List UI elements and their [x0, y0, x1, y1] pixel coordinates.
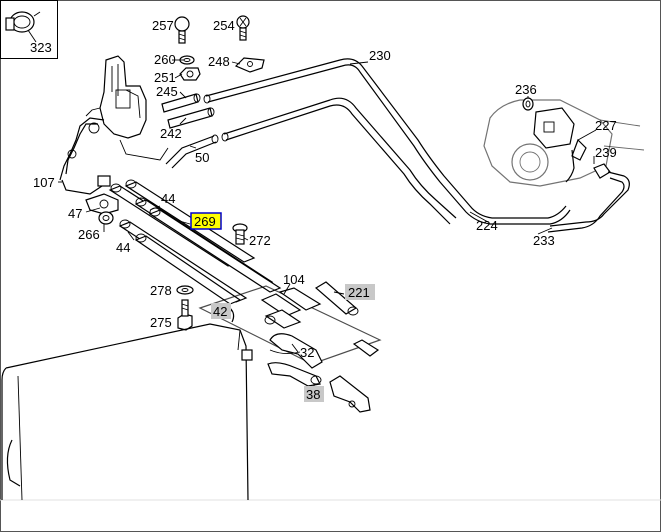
label-254[interactable]: 254 [213, 18, 235, 33]
hose-38 [267, 362, 322, 387]
label-278[interactable]: 278 [150, 283, 172, 298]
bolt-275 [177, 299, 193, 331]
label-47[interactable]: 47 [68, 206, 82, 221]
lines-230 [203, 58, 571, 225]
label-42[interactable]: 42 [213, 304, 227, 319]
label-269[interactable]: 269 [194, 214, 216, 229]
label-323[interactable]: 323 [30, 40, 52, 55]
hose-clamp-icon [5, 11, 41, 33]
bracket-248 [234, 57, 265, 73]
pipe-bundle-44-269 [108, 179, 282, 305]
label-236[interactable]: 236 [515, 82, 537, 97]
label-50[interactable]: 50 [195, 150, 209, 165]
label-224[interactable]: 224 [476, 218, 498, 233]
hose-221 [314, 281, 359, 316]
connector-47 [85, 193, 119, 215]
stub-pipe [352, 339, 380, 357]
screw-254 [236, 15, 250, 41]
label-230[interactable]: 230 [369, 48, 391, 63]
label-32[interactable]: 32 [300, 345, 314, 360]
label-266[interactable]: 266 [78, 227, 100, 242]
label-248[interactable]: 248 [208, 54, 230, 69]
leader-323 [27, 29, 37, 43]
label-44-upper[interactable]: 44 [161, 191, 175, 206]
label-107[interactable]: 107 [33, 175, 55, 190]
label-242[interactable]: 242 [160, 126, 182, 141]
filter-housing [483, 99, 645, 187]
label-260[interactable]: 260 [154, 52, 176, 67]
label-227[interactable]: 227 [595, 118, 617, 133]
label-245[interactable]: 245 [156, 84, 178, 99]
label-275[interactable]: 275 [150, 315, 172, 330]
fitting-107 [61, 175, 111, 195]
label-239[interactable]: 239 [595, 145, 617, 160]
label-44-lower[interactable]: 44 [116, 240, 130, 255]
hose-32 [269, 333, 323, 369]
bolt-272 [232, 223, 248, 245]
washer-236 [522, 97, 534, 111]
label-251[interactable]: 251 [154, 70, 176, 85]
banjo-239 [547, 163, 630, 233]
manifold-104 [198, 285, 382, 365]
label-221[interactable]: 221 [348, 285, 370, 300]
pump-assembly [59, 55, 169, 181]
label-104[interactable]: 104 [283, 272, 305, 287]
inset-323 [0, 0, 58, 59]
link-box-42 [211, 303, 231, 319]
bracket-38 [329, 375, 371, 413]
label-257[interactable]: 257 [152, 18, 174, 33]
highlight-box-269 [190, 212, 222, 230]
link-box-38 [304, 386, 324, 402]
hose-50 [165, 134, 219, 169]
leader-lines [58, 59, 597, 388]
pipe-242 [167, 107, 215, 129]
fitting-227 [565, 138, 587, 183]
link-box-221 [345, 284, 375, 300]
label-38[interactable]: 38 [306, 387, 320, 402]
tank-outline [1, 323, 253, 501]
pipe-245 [161, 93, 201, 113]
label-233[interactable]: 233 [533, 233, 555, 248]
clamp-266 [98, 211, 114, 225]
clip-251 [179, 67, 201, 81]
washer-278 [176, 285, 194, 295]
bolt-257 [174, 16, 190, 44]
label-272[interactable]: 272 [249, 233, 271, 248]
